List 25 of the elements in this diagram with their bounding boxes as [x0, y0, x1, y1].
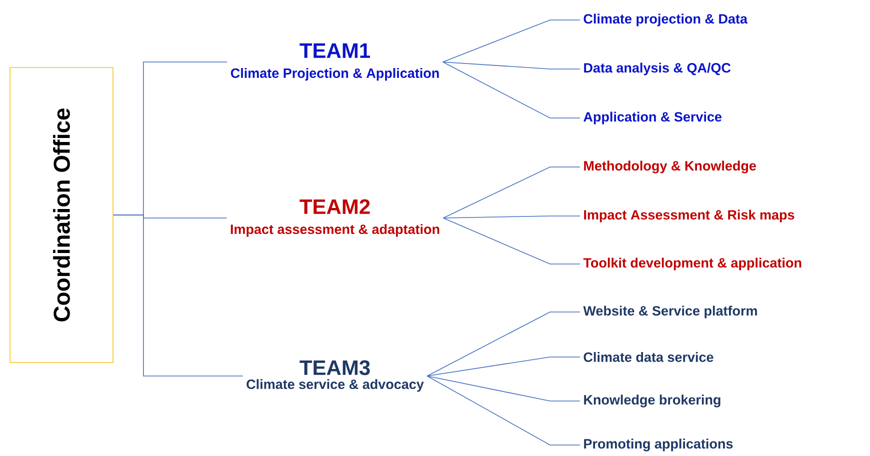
- connector-line: [442, 216, 580, 218]
- task-label: Data analysis & QA/QC: [584, 62, 731, 76]
- connector-line: [442, 62, 580, 70]
- team-label: TEAM1 Climate Projection & Application: [230, 43, 439, 81]
- task-label: Climate projection & Data: [584, 14, 748, 26]
- org-box: Coordination Office: [10, 67, 114, 363]
- connector-line: [442, 62, 580, 118]
- connector-line: [113, 214, 244, 376]
- task-label: Knowledge brokering: [584, 394, 720, 408]
- task-label: Application & Service: [584, 112, 722, 124]
- connector-line: [426, 356, 580, 376]
- team-label: TEAM2 Impact assessment & adaptation: [230, 199, 440, 237]
- team-label: TEAM3 Climate service & advocacy: [246, 360, 424, 392]
- connector-line: [442, 218, 580, 264]
- connector-line: [426, 376, 580, 402]
- task-label: Impact Assessment & Risk maps: [584, 210, 794, 222]
- connector-line: [442, 166, 580, 218]
- task-label: Climate data service: [584, 352, 714, 362]
- task-label: Website & Service platform: [583, 306, 757, 318]
- task-label: Promoting applications: [584, 438, 733, 452]
- connector-line: [426, 376, 580, 446]
- connector-line: [442, 20, 580, 62]
- task-label: Toolkit development & application: [583, 258, 802, 270]
- connector-line: [426, 312, 580, 376]
- task-label: Methodology & Knowledge: [584, 160, 756, 174]
